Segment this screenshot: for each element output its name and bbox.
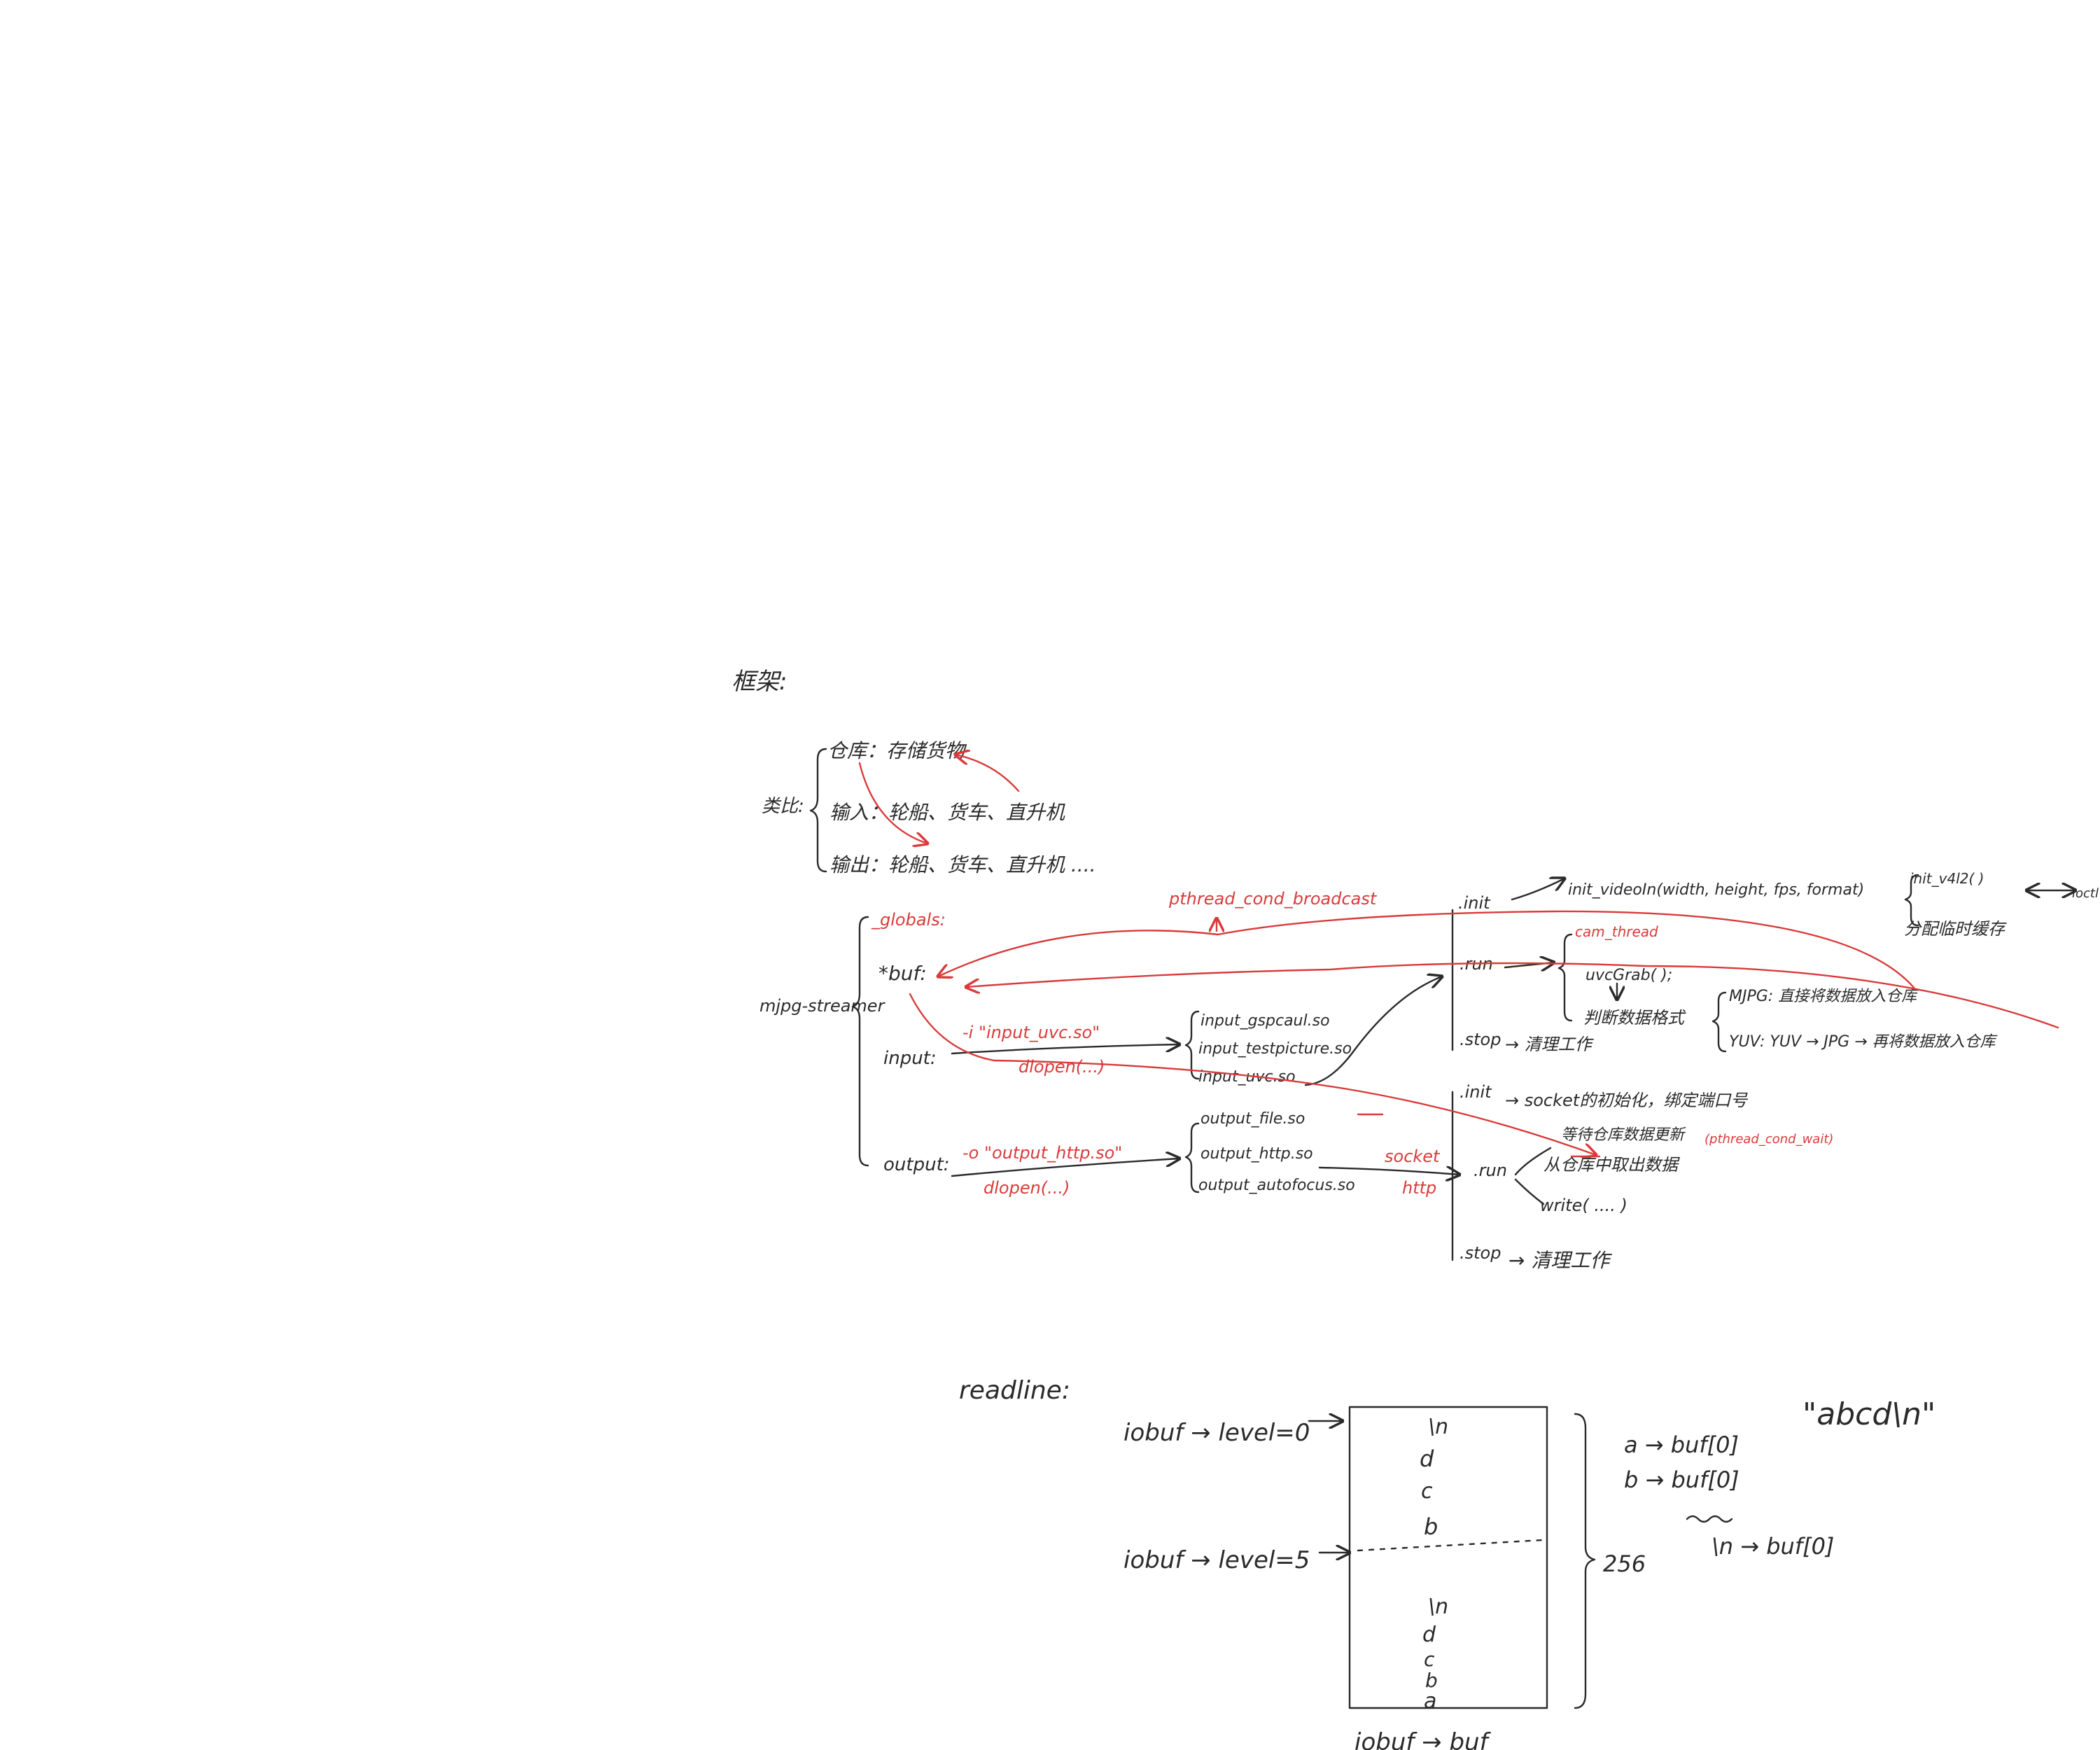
map-b: b → buf[0] [1624,1466,1740,1493]
init-v4l2: init_v4l2( ) [1910,870,1984,887]
analogy-warehouse: 仓库：存储货物 [827,739,967,762]
framework-title: 框架: [732,668,787,696]
output-plugin-1: output_http.so [1200,1145,1313,1163]
cam-thread-label: cam_thread [1575,923,1658,940]
output-option: -o "output_http.so" [962,1143,1122,1163]
analogy-input: 输入：轮船、货车、直升机 [830,801,1065,824]
map-a: a → buf[0] [1624,1432,1739,1458]
judge-format-label: 判断数据格式 [1583,1008,1686,1028]
analogy-label: 类比: [762,796,804,817]
sample-string: "abcd\n" [1802,1396,1935,1432]
input-option-arrow [952,1044,1180,1054]
write-call: write( .... ) [1540,1196,1628,1215]
buffer-char: a [1424,1689,1436,1714]
globals-label: _globals: [871,910,946,930]
input-plugin-0: input_gspcaul.so [1200,1012,1330,1030]
input-init-label: .init [1458,893,1491,913]
broadcast-line [938,911,1914,988]
format-brace [1713,993,1726,1051]
socket-label: socket [1385,1147,1441,1166]
output-label: output: [883,1154,950,1175]
take-data-label: 从仓库中取出数据 [1544,1155,1680,1175]
input-option: -i "input_uvc.so" [962,1023,1100,1042]
http-label: http [1402,1178,1436,1198]
analogy-output: 输出：轮船、货车、直升机 .... [830,853,1096,876]
buffer-size: 256 [1603,1550,1646,1577]
analogy-arrow-to-warehouse [955,755,1018,791]
ioctl-label: ioctl [2072,886,2099,901]
buffer-char: d [1420,1446,1434,1472]
buffer-char: b [1424,1513,1438,1540]
analogy-brace [811,749,826,872]
input-cleanup-label: → 清理工作 [1505,1035,1595,1054]
input-label: input: [883,1048,937,1069]
buffer-char: \n [1428,1415,1448,1439]
broadcast-label: pthread_cond_broadcast [1168,889,1378,909]
output-http-to-run-arrow [1320,1168,1460,1175]
map-newline: \n → buf[0] [1712,1533,1834,1560]
buffer-char: \n [1428,1595,1448,1619]
buffer-box [1350,1407,1547,1708]
init-videoin-call: init_videoIn(width, height, fps, format) [1568,881,1864,899]
output-stop-label: .stop [1460,1243,1501,1263]
cond-wait-label: (pthread_cond_wait) [1704,1132,1833,1147]
buffer-dotted-divider [1358,1540,1544,1550]
wait-update-label: 等待仓库数据更新 [1561,1126,1686,1144]
output-dlopen: dlopen(...) [983,1178,1070,1198]
input-plugins-brace [1186,1011,1198,1079]
buf-label: *buf: [878,962,927,985]
streamer-label: mjpg-streamer [760,996,886,1016]
map-tilde [1687,1516,1732,1522]
buffer-char: d [1422,1623,1436,1647]
buffer-char: c [1421,1479,1433,1504]
output-plugin-2: output_autofocus.so [1198,1177,1355,1194]
output-plugin-0: output_file.so [1200,1110,1305,1128]
iobuf-buf: iobuf → buf [1354,1728,1492,1750]
output-run-label: .run [1474,1161,1507,1180]
init-arrow [1512,878,1564,899]
yuv-branch: YUV: YUV → JPG → 再将数据放入仓库 [1729,1033,1998,1051]
size-brace [1575,1414,1595,1708]
input-plugin-1: input_testpicture.so [1198,1040,1352,1058]
output-plugins-brace [1186,1124,1198,1192]
iobuf-level0: iobuf → level=0 [1124,1419,1310,1447]
readline-title: readline: [959,1376,1070,1405]
uvcgrab-call: uvcGrab( ); [1586,967,1672,984]
mjpg-branch: MJPG: 直接将数据放入仓库 [1729,988,1919,1005]
buffer-char: c [1424,1648,1435,1671]
output-init-label: .init [1460,1082,1492,1102]
output-cleanup-label: → 清理工作 [1508,1249,1612,1272]
input-stop-label: .stop [1460,1030,1501,1049]
streamer-brace [853,917,868,1166]
input-plugin-2: input_uvc.so [1198,1068,1296,1086]
run-brace [1559,934,1572,1021]
output-init-desc: → socket的初始化，绑定端口号 [1505,1091,1749,1110]
iobuf-level5: iobuf → level=5 [1124,1546,1310,1574]
alloc-buf-label: 分配临时缓存 [1904,919,2007,939]
input-uvc-to-run-arrow [1306,976,1442,1085]
input-dlopen: dlopen(...) [1018,1057,1105,1077]
